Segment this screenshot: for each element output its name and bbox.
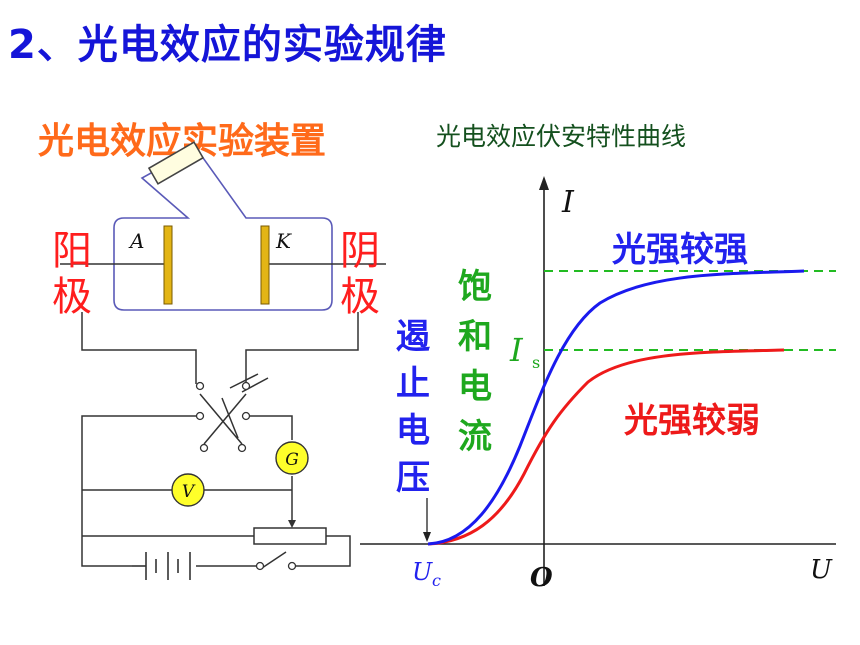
galvanometer [275,441,309,475]
voltmeter [171,473,205,507]
anode-label-char: 极 [52,274,92,320]
stopping-voltage-char: 止 [396,364,430,404]
phototube [60,141,386,311]
stopping-voltage-arrowhead [423,532,431,542]
plate-k-label: K [275,229,292,253]
cathode-label: 阴 极 [340,228,380,320]
saturation-current-char: 电 [458,367,492,407]
graph-axes [360,176,836,586]
stopping-voltage-label: 遏 止 电 压 [396,314,430,502]
switch-link-1 [229,373,259,389]
rheostat-slider-arrow [288,520,296,528]
slide-title: 2、光电效应的实验规律 [8,22,447,68]
reversing-arm-2 [203,393,247,445]
anode-label-char: 阳 [52,228,92,274]
curve-strong-light [427,269,805,546]
reversing-arm-3 [221,397,239,439]
y-axis-label: I [561,185,575,220]
rheostat [253,527,327,545]
wire-switch-to-left [81,415,202,567]
battery [132,552,191,580]
galvanometer-label: G [285,450,299,470]
x-axis-label: U [810,555,833,585]
stopping-voltage-subscript: c [432,571,441,590]
anode-plate [163,225,173,305]
tube-outline [113,146,333,311]
strong-light-label: 光强较强 [612,230,748,270]
wire-rheostat-right [296,535,351,567]
light-window [147,141,205,185]
curve-caption: 光电效应伏安特性曲线 [436,122,687,151]
saturation-current-symbol: I [509,331,524,369]
saturation-current-char: 饱 [458,267,492,307]
circuit-wires [81,312,359,569]
cathode-label-char: 阴 [340,228,380,274]
saturation-current-char: 和 [458,317,492,357]
saturation-current-label: 饱 和 电 流 [458,262,492,462]
saturation-current-subscript: s [532,353,540,372]
stopping-voltage-char: 压 [396,458,430,498]
wire-switch-to-g [246,415,293,440]
y-axis-arrow [539,176,549,190]
wire-left-lead [81,312,197,384]
weak-light-label: 光强较弱 [624,401,760,441]
stopping-voltage-char: 电 [396,411,430,451]
reversing-arm-1 [199,393,243,445]
reversing-switch-contacts [195,381,297,571]
saturation-current-char: 流 [458,417,492,457]
curve-weak-light [427,348,785,546]
wire-right-lead [245,312,359,384]
key-blade [261,551,287,569]
voltmeter-label: V [182,482,196,502]
stopping-voltage-char: 遏 [396,317,430,357]
plate-a-label: A [128,229,144,253]
anode-label: 阳 极 [52,228,92,320]
origin-label: O [530,563,553,593]
cathode-label-char: 极 [340,274,380,320]
stopping-voltage-symbol: U [412,558,433,586]
cathode-plate [260,225,270,305]
